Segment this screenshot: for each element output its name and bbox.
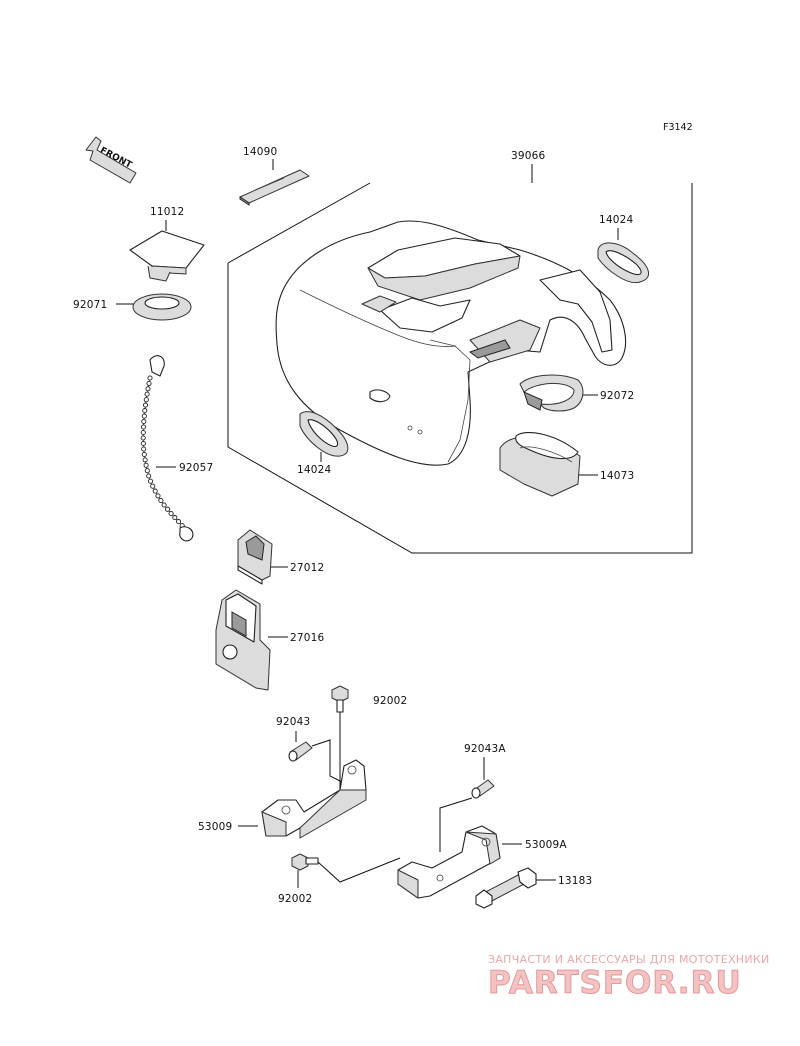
part-11012-cap [129,230,205,282]
chain-bead [168,510,174,517]
front-arrow-marker: FRONT [85,136,137,184]
part-14073-boot [499,432,581,497]
part-14024-upper-grommet [597,242,649,284]
assembly-bracket-top [227,182,371,264]
chain-bead [143,462,149,468]
part-14024-lower-grommet [299,411,349,457]
label-14073: 14073 [600,470,634,482]
label-14024-lower: 14024 [297,464,332,476]
part-92002-lower-bolt [291,853,319,871]
label-27016: 27016 [290,632,325,644]
part-92057-chain [140,355,194,542]
watermark-tagline: ЗАПЧАСТИ И АКСЕССУАРЫ ДЛЯ МОТОТЕХНИКИ [488,953,770,966]
chain-bead [172,515,178,521]
part-92043A-pin [471,779,495,799]
chain-bead [144,391,150,397]
label-11012: 11012 [150,206,184,218]
watermark-logo: PARTSFOR.RU [488,965,742,1001]
chain-bead [140,424,147,430]
chain-bead [150,483,156,489]
part-27016-latch-base [215,589,271,691]
chain-bead [144,468,150,474]
label-92072: 92072 [600,390,634,402]
figure-code: F3142 [663,122,693,133]
chain-bead [142,402,149,408]
label-14090: 14090 [243,146,277,158]
part-14090-emblem [239,169,310,206]
label-39066: 39066 [511,150,546,162]
chain-bead [147,375,153,381]
chain-bead [142,457,148,463]
chain-bead [140,429,146,436]
assembly-bracket [227,183,693,554]
chain-bead [164,506,171,512]
label-92071: 92071 [73,299,107,311]
chain-bead [142,408,148,414]
part-53009-bracket [261,759,367,839]
leader-92043-path [311,739,347,785]
chain-bead [161,502,167,508]
part-27012-latch [237,529,273,585]
chain-bead [141,451,147,458]
chain-bead [141,446,147,452]
part-53009A-bracket [397,825,501,899]
label-53009A: 53009A [525,839,567,851]
chain-bead [140,435,146,441]
chain-bead [175,519,182,525]
label-92002-upper: 92002 [373,695,407,707]
chain-bead [141,418,147,425]
label-53009: 53009 [198,821,232,833]
label-92002-lower: 92002 [278,893,312,905]
chain-bead [140,440,146,447]
part-92043-pin [288,741,313,762]
leader-92043A-path [439,797,473,852]
label-14024-upper: 14024 [599,214,634,226]
label-92043A: 92043A [464,743,506,755]
chain-bead [146,473,152,479]
chain-bead [143,397,149,403]
part-39066-hood [275,220,627,466]
chain-bead [158,497,164,504]
chain-bead [152,488,158,494]
chain-bead [155,493,161,499]
chain-bead [146,380,152,386]
leader-92002-lower-path [317,857,401,883]
chain-bead [147,478,154,484]
label-92057: 92057 [179,462,213,474]
chain-bead [141,413,147,419]
label-13183: 13183 [558,875,592,887]
part-92002-upper-bolt [331,685,349,713]
part-92071-ring [132,293,192,321]
part-13183-link-rod [475,867,537,909]
label-92043: 92043 [276,716,310,728]
part-92072-band [519,374,584,412]
label-27012: 27012 [290,562,324,574]
chain-bead [145,386,151,392]
